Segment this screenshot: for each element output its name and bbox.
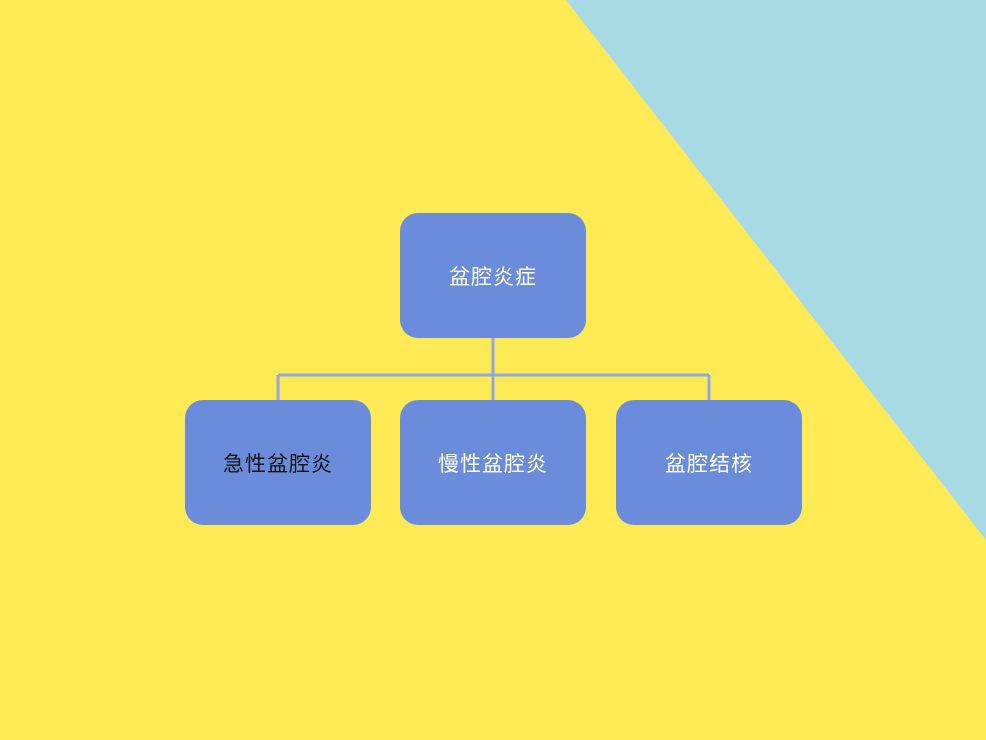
node-root-label: 盆腔炎症: [449, 264, 537, 289]
node-child-acute: 急性盆腔炎: [185, 400, 371, 525]
node-child-tuberculosis-label: 盆腔结核: [665, 451, 753, 476]
node-child-tuberculosis: 盆腔结核: [616, 400, 802, 525]
node-child-chronic-label: 慢性盆腔炎: [438, 451, 548, 476]
node-child-acute-label: 急性盆腔炎: [223, 451, 333, 476]
node-root: 盆腔炎症: [400, 213, 586, 338]
node-child-chronic: 慢性盆腔炎: [400, 400, 586, 525]
